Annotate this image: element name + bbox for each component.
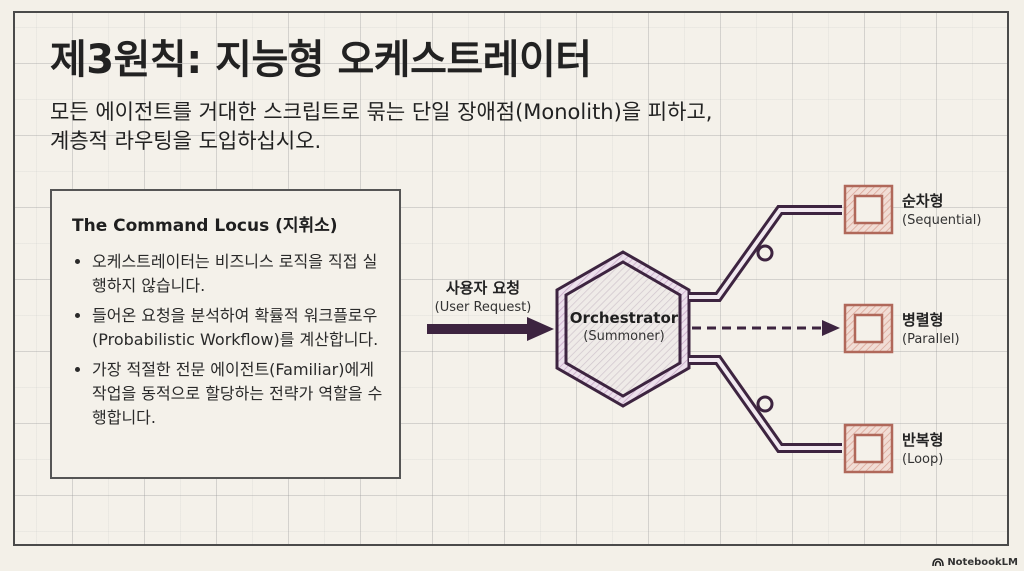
- watermark: NotebookLM: [932, 557, 1018, 568]
- sequential-label-ko: 순차형: [902, 192, 944, 210]
- parallel-label-en: (Parallel): [902, 332, 960, 347]
- loop-label-en: (Loop): [902, 452, 944, 467]
- user-request-label: 사용자 요청 (User Request): [423, 277, 543, 315]
- orchestrator-label: Orchestrator (Summoner): [559, 309, 689, 344]
- parallel-connector: [692, 320, 840, 336]
- sequential-label-en: (Sequential): [902, 213, 982, 228]
- loop-label-ko: 반복형: [902, 431, 944, 449]
- page-title: 제3원칙: 지능형 오케스트레이터: [50, 37, 592, 83]
- user-request-label-en: (User Request): [434, 300, 532, 315]
- user-request-label-ko: 사용자 요청: [445, 279, 521, 297]
- list-item: 가장 적절한 전문 에이전트(Familiar)에게 작업을 동적으로 할당하는…: [92, 358, 383, 430]
- subtitle-line-1: 모든 에이전트를 거대한 스크립트로 묶는 단일 장애점(Monolith)을 …: [50, 100, 713, 124]
- notebooklm-logo-icon: [932, 558, 945, 567]
- command-locus-list: 오케스트레이터는 비즈니스 로직을 직접 실행하지 않습니다. 들어온 요청을 …: [72, 250, 383, 430]
- list-item: 오케스트레이터는 비즈니스 로직을 직접 실행하지 않습니다.: [92, 250, 383, 298]
- page-subtitle: 모든 에이전트를 거대한 스크립트로 묶는 단일 장애점(Monolith)을 …: [50, 98, 810, 156]
- orchestrator-title: Orchestrator: [569, 309, 679, 327]
- command-locus-box: The Command Locus (지휘소) 오케스트레이터는 비즈니스 로직…: [50, 189, 401, 479]
- parallel-label-ko: 병렬형: [902, 311, 944, 329]
- parallel-label: 병렬형 (Parallel): [902, 309, 960, 347]
- loop-connector: [689, 355, 842, 453]
- user-request-arrow: [427, 317, 554, 341]
- sequential-connector: [689, 205, 842, 302]
- list-item: 들어온 요청을 분석하여 확률적 워크플로우(Probabilistic Wor…: [92, 304, 383, 352]
- command-locus-heading: The Command Locus (지휘소): [72, 216, 338, 236]
- loop-label: 반복형 (Loop): [902, 429, 943, 467]
- parallel-node[interactable]: [843, 303, 894, 354]
- orchestrator-subtitle: (Summoner): [583, 329, 665, 344]
- sequential-node[interactable]: [843, 184, 894, 235]
- loop-node[interactable]: [843, 423, 894, 474]
- watermark-text: NotebookLM: [947, 557, 1018, 568]
- junction-node-icon: [756, 395, 774, 413]
- orchestrator-hexagon[interactable]: [555, 250, 691, 408]
- sequential-label: 순차형 (Sequential): [902, 190, 981, 228]
- junction-node-icon: [756, 244, 774, 262]
- subtitle-line-2: 계층적 라우팅을 도입하십시오.: [50, 129, 322, 153]
